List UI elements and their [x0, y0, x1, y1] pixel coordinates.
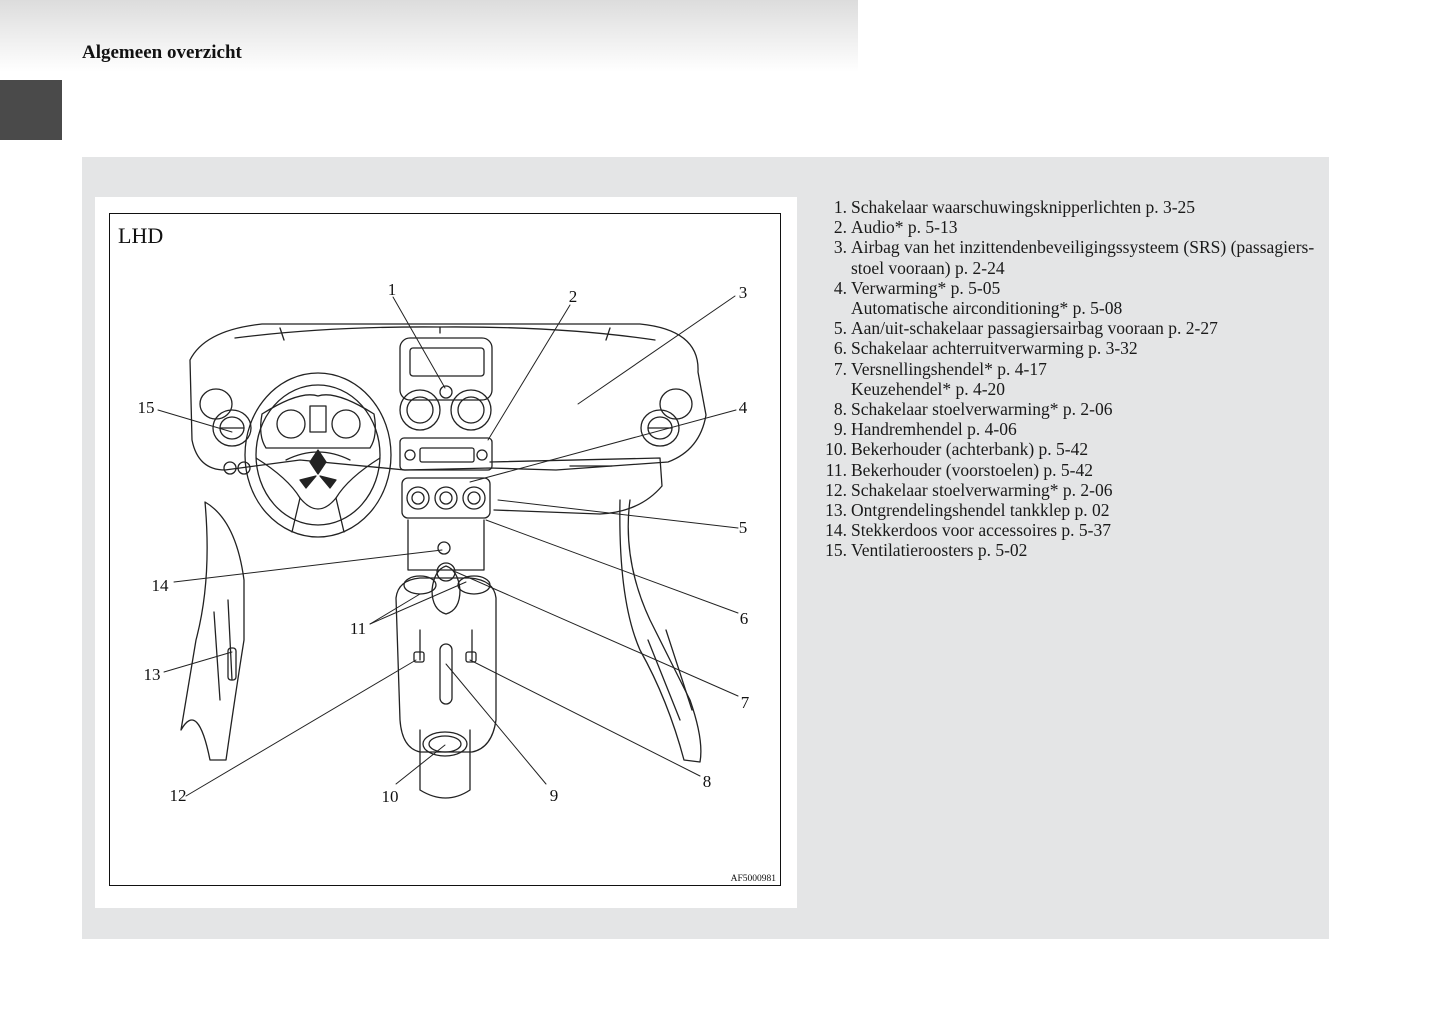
- legend-item-line: Schakelaar stoelverwarming* p. 2-06: [851, 479, 1113, 500]
- legend-item-text: Ventilatieroosters p. 5-02: [851, 540, 1332, 560]
- legend-item-text: Ontgrendelingshendel tankklep p. 02: [851, 500, 1332, 520]
- legend-item-text: Audio* p. 5-13: [851, 217, 1332, 237]
- callout-13: 13: [144, 665, 161, 684]
- legend-item-number: 14.: [825, 520, 847, 541]
- center-console: [395, 519, 497, 799]
- legend-item-line: Keuzehendel* p. 4-20: [851, 378, 1006, 399]
- right-vent: [640, 388, 693, 447]
- legend-item-number: 2.: [833, 217, 847, 238]
- callout-2: 2: [569, 287, 578, 306]
- legend-item: 3.Airbag van het inzittendenbeveiligings…: [812, 237, 1332, 277]
- callout-7: 7: [741, 693, 750, 712]
- legend-item-text: Aan/uit-schakelaar passagiersairbag voor…: [851, 318, 1332, 338]
- legend-item-line: Bekerhouder (voorstoelen) p. 5-42: [851, 459, 1094, 480]
- right-pillar: [619, 499, 702, 763]
- legend-item-text: Schakelaar stoelverwarming* p. 2-06: [851, 480, 1332, 500]
- legend-item-line: Schakelaar stoelverwarming* p. 2-06: [851, 399, 1113, 420]
- legend-item-text: Schakelaar waarschuwingsknipperlichten p…: [851, 197, 1332, 217]
- legend-item-number: 10.: [825, 439, 847, 460]
- figure-frame: [109, 213, 781, 886]
- legend-item-line: Schakelaar achterruitverwarming p. 3-32: [851, 338, 1138, 359]
- legend-item-number: 1.: [833, 197, 847, 217]
- legend-item-text: Bekerhouder (achterbank) p. 5-42: [851, 439, 1332, 459]
- legend-item-text: Stekkerdoos voor accessoires p. 5-37: [851, 520, 1332, 540]
- legend-item-number: 15.: [825, 540, 847, 561]
- callout-labels: 1 2 3 4 5 6 7 8 9 10 11 12 13 14 15: [138, 280, 750, 806]
- center-stack: [399, 337, 493, 519]
- legend-item-line: Aan/uit-schakelaar passagiersairbag voor…: [851, 318, 1218, 339]
- callout-5: 5: [739, 518, 748, 537]
- legend-item: 10.Bekerhouder (achterbank) p. 5-42: [812, 439, 1332, 459]
- legend-item-number: 12.: [825, 479, 847, 500]
- callout-9: 9: [550, 786, 559, 805]
- legend-item-line: Bekerhouder (achterbank) p. 5-42: [851, 439, 1089, 460]
- legend-item-number: 4.: [833, 277, 847, 298]
- callout-15: 15: [138, 398, 155, 417]
- legend-item: 14.Stekkerdoos voor accessoires p. 5-37: [812, 520, 1332, 540]
- legend-item: 1.Schakelaar waarschuwingsknipperlichten…: [812, 197, 1332, 217]
- legend-item-line: Stekkerdoos voor accessoires p. 5-37: [851, 520, 1112, 541]
- callout-6: 6: [740, 609, 749, 628]
- legend-item-line: Handremhendel p. 4-06: [851, 419, 1017, 440]
- legend-item-number: 5.: [833, 318, 847, 339]
- callout-1: 1: [388, 280, 397, 299]
- left-pillar: [180, 501, 245, 761]
- legend-item-text: Handremhendel p. 4-06: [851, 419, 1332, 439]
- legend-item: 6.Schakelaar achterruitverwarming p. 3-3…: [812, 338, 1332, 358]
- legend-item-number: 9.: [833, 419, 847, 440]
- legend-item-text: Schakelaar stoelverwarming* p. 2-06: [851, 399, 1332, 419]
- legend-item-line: Automatische airconditioning* p. 5-08: [851, 298, 1123, 319]
- legend-item: 9.Handremhendel p. 4-06: [812, 419, 1332, 439]
- legend-item-text: Airbag van het inzittendenbeveiligingssy…: [851, 237, 1332, 277]
- callout-12: 12: [170, 786, 187, 805]
- figure-variant-label: LHD: [118, 223, 163, 248]
- legend-item-line: Verwarming* p. 5-05: [851, 277, 1001, 298]
- callout-14: 14: [152, 576, 170, 595]
- figure-id: AF5000981: [731, 874, 777, 884]
- legend-item: 2.Audio* p. 5-13: [812, 217, 1332, 237]
- left-vent: [199, 388, 252, 447]
- legend-item-line: Schakelaar waarschuwingsknipperlichten p…: [851, 197, 1196, 217]
- legend-item: 12.Schakelaar stoelverwarming* p. 2-06: [812, 480, 1332, 500]
- legend-item: 15.Ventilatieroosters p. 5-02: [812, 540, 1332, 560]
- callout-10: 10: [382, 787, 399, 806]
- legend-item-number: 7.: [833, 358, 847, 379]
- callout-8: 8: [703, 772, 712, 791]
- legend-item: 13.Ontgrendelingshendel tankklep p. 02: [812, 500, 1332, 520]
- legend-item-text: Bekerhouder (voorstoelen) p. 5-42: [851, 460, 1332, 480]
- leader-lines: [157, 295, 739, 797]
- legend-item: 5.Aan/uit-schakelaar passagiersairbag vo…: [812, 318, 1332, 338]
- dashboard-top: [189, 323, 707, 471]
- legend-item-text: Schakelaar achterruitverwarming p. 3-32: [851, 338, 1332, 358]
- chapter-tab: [0, 80, 62, 140]
- header-band: [0, 0, 858, 72]
- callout-11: 11: [350, 619, 366, 638]
- fuel-lid-lever: [227, 647, 237, 681]
- legend-item-line: Versnellingshendel* p. 4-17: [851, 358, 1047, 379]
- legend-item-number: 13.: [825, 500, 847, 521]
- legend-item: 11.Bekerhouder (voorstoelen) p. 5-42: [812, 460, 1332, 480]
- legend-item-line: stoel vooraan) p. 2-24: [851, 257, 1005, 278]
- legend-item-line: Ontgrendelingshendel tankklep p. 02: [851, 500, 1110, 521]
- legend-item-line: Ventilatieroosters p. 5-02: [851, 540, 1028, 561]
- legend-item-line: Audio* p. 5-13: [851, 217, 958, 238]
- instrument-cluster: [260, 394, 376, 449]
- glove-box: [489, 457, 663, 515]
- legend-item-number: 11.: [825, 459, 847, 480]
- section-title: Algemeen overzicht: [82, 42, 242, 63]
- steering-wheel: [244, 372, 392, 538]
- component-legend: 1.Schakelaar waarschuwingsknipperlichten…: [812, 197, 1332, 561]
- legend-item: 8.Schakelaar stoelverwarming* p. 2-06: [812, 399, 1332, 419]
- legend-item-line: Airbag van het inzittendenbeveiligingssy…: [851, 237, 1315, 258]
- callout-4: 4: [739, 398, 748, 417]
- legend-item-number: 3.: [833, 237, 847, 258]
- legend-item-number: 6.: [833, 338, 847, 359]
- callout-3: 3: [739, 283, 748, 302]
- legend-item-number: 8.: [833, 399, 847, 420]
